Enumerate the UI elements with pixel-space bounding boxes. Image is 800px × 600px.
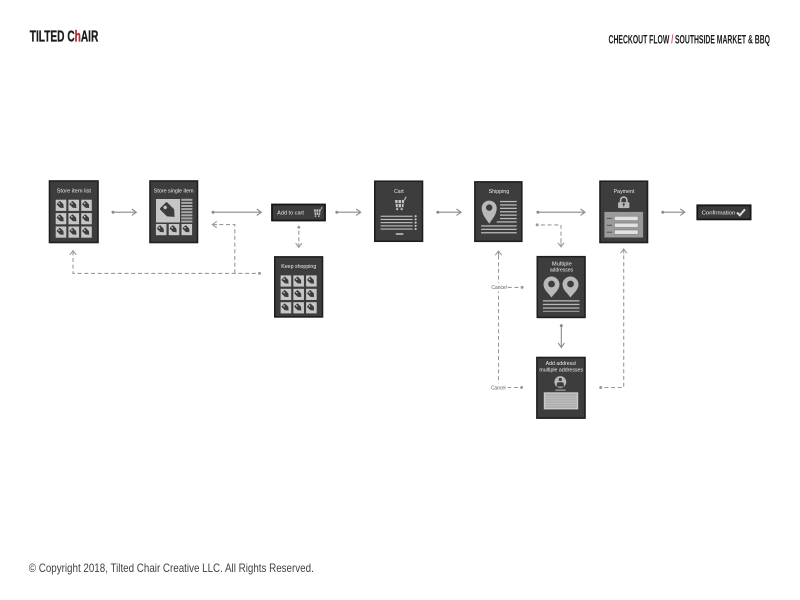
svg-text:Confirmation: Confirmation [702, 211, 736, 217]
svg-text:Keep shopping: Keep shopping [281, 264, 316, 270]
svg-text:Payment: Payment [614, 189, 635, 195]
svg-text:multiple addresses: multiple addresses [539, 367, 583, 373]
svg-text:addresses: addresses [550, 268, 574, 274]
svg-text:Add to cart: Add to cart [277, 210, 304, 216]
svg-text:Multiple: Multiple [552, 261, 572, 267]
svg-text:TILTED ChAIR: TILTED ChAIR [30, 29, 99, 46]
svg-text:Cancel: Cancel [491, 385, 506, 391]
svg-text:Store single item: Store single item [154, 189, 194, 195]
svg-text:© Copyright 2018, Tilted Chair: © Copyright 2018, Tilted Chair Creative … [29, 561, 314, 575]
svg-text:Store item list: Store item list [57, 189, 92, 195]
svg-text:Add address/: Add address/ [546, 361, 577, 367]
svg-text:Shipping: Shipping [489, 189, 510, 195]
svg-text:CHECKOUT FLOW / SOUTHSIDE MARK: CHECKOUT FLOW / SOUTHSIDE MARKET & BBQ [609, 33, 771, 47]
svg-text:Cancel: Cancel [491, 285, 506, 291]
svg-text:Cart: Cart [394, 189, 404, 195]
